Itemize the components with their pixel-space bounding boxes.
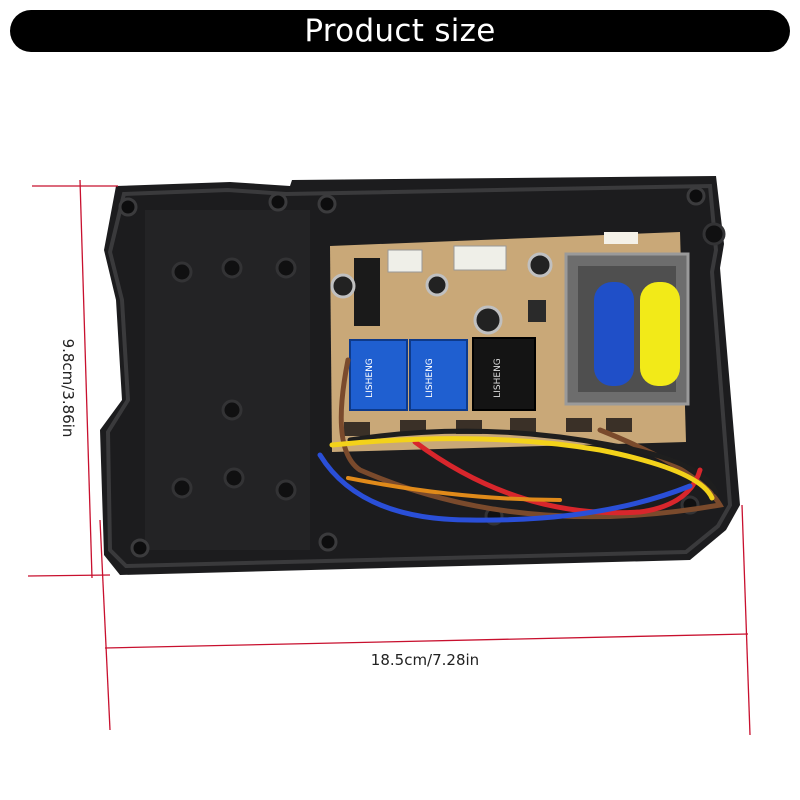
relay: [409, 339, 468, 411]
screw-hole: [686, 186, 706, 206]
width-dimension-line: [104, 633, 749, 649]
wire-black: [347, 428, 719, 495]
screw-hole: [318, 532, 338, 552]
wire-orange: [346, 476, 562, 502]
capacitor: [527, 252, 553, 278]
black-component: [354, 258, 380, 326]
height-dimension-label: 9.8cm/3.86in: [59, 338, 77, 438]
screw-hole: [275, 257, 297, 279]
relay: [472, 337, 536, 411]
board-label: [604, 232, 638, 244]
capacitor: [425, 273, 449, 297]
screw-hole: [221, 399, 243, 421]
wire-harness: [317, 357, 724, 523]
screw-hole: [317, 194, 337, 214]
screw-hole: [223, 467, 245, 489]
height-bottom-line: [27, 574, 111, 577]
title-bar: Product size: [10, 10, 790, 52]
terminal-pad: [606, 418, 632, 432]
relay: [349, 339, 408, 411]
screw-hole: [268, 192, 288, 212]
screw-hole: [171, 261, 193, 283]
terminal-pad: [510, 418, 536, 432]
connector: [453, 245, 507, 271]
screw-hole: [130, 538, 150, 558]
screw-hole: [702, 222, 726, 246]
screw-hole: [171, 477, 193, 499]
width-dimension-label: 18.5cm/7.28in: [370, 651, 480, 669]
relay-label: LISHENG: [425, 358, 435, 398]
relay-label: LISHENG: [493, 358, 503, 398]
coil-blue: [594, 282, 634, 386]
wire-red: [412, 439, 703, 516]
height-dimension-line: [79, 179, 93, 579]
screw-hole: [275, 479, 297, 501]
coil-yellow: [640, 282, 680, 386]
capacitor: [330, 273, 356, 299]
screw-hole: [118, 197, 138, 217]
enclosure-rim: [105, 183, 733, 569]
wire-yellow: [329, 436, 715, 501]
page-title: Product size: [304, 13, 496, 49]
transformer: [564, 252, 690, 406]
terminal-pad: [344, 422, 370, 436]
measurement-lines: [27, 179, 751, 736]
connector: [387, 249, 423, 273]
capacitor: [473, 305, 503, 335]
width-left-line: [99, 519, 111, 731]
transistor: [528, 300, 546, 322]
terminal-pad: [566, 418, 592, 432]
wire-blue: [317, 452, 693, 523]
width-right-line: [741, 504, 751, 736]
relay-label: LISHENG: [365, 358, 375, 398]
screw-hole: [221, 257, 243, 279]
